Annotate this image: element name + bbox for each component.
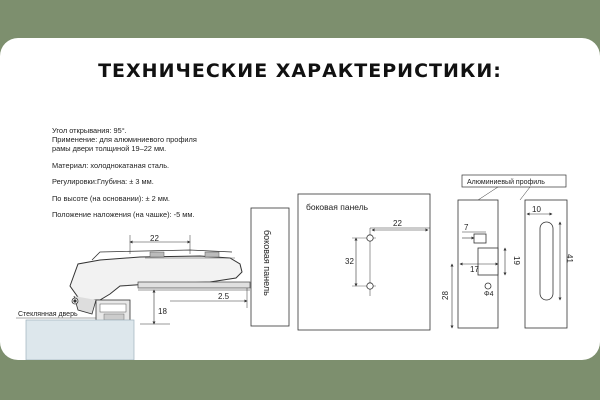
side-panel-box-label: боковая панель <box>306 202 369 212</box>
spec-adjust-depth: Регулировки:Глубина: ± 3 мм. <box>52 177 154 186</box>
dim-7: 7 <box>464 223 469 232</box>
dim-17: 17 <box>470 265 479 274</box>
mounting-plate <box>137 281 251 289</box>
side-panel-drilling <box>297 193 431 331</box>
spec-adjust-height: По высоте (на основании): ± 2 мм. <box>52 194 170 203</box>
glass-door <box>25 319 135 360</box>
dim-41: 41 <box>565 254 574 263</box>
aluminum-profile-label: Алюминиевый профиль <box>467 178 545 186</box>
spec-overlay: Положение наложения (на чашке): -5 мм. <box>52 210 195 219</box>
content-card: ТЕХНИЧЕСКИЕ ХАРАКТЕРИСТИКИ: Угол открыва… <box>0 38 600 360</box>
side-panel-vertical <box>250 207 290 327</box>
side-panel-vertical-label: боковая панель <box>262 230 272 296</box>
spec-material: Материал: холоднокатаная сталь. <box>52 161 170 170</box>
glass-door-label: Стеклянная дверь <box>18 311 78 318</box>
dim-10: 10 <box>532 205 541 214</box>
dim-2-5: 2.5 <box>218 292 230 301</box>
technical-drawing: 22 2.5 18 Стеклянная дверь боковая панел… <box>16 174 574 360</box>
spec-application-line2: рамы двери толщиной 19–22 мм. <box>52 144 167 153</box>
page-title: ТЕХНИЧЕСКИЕ ХАРАКТЕРИСТИКИ: <box>98 60 502 82</box>
hinge-side-view <box>16 207 290 360</box>
aluminum-profile-label-box <box>461 174 567 188</box>
dim-28: 28 <box>441 291 450 300</box>
dim-32: 32 <box>345 257 354 266</box>
dim-19: 19 <box>512 256 521 265</box>
spec-angle: Угол открывания: 95°. <box>52 126 127 135</box>
dim-phi4: Φ4 <box>484 291 494 298</box>
aluminum-profile-drilling <box>450 186 568 329</box>
dim-22-left: 22 <box>150 234 159 243</box>
dim-22-mid: 22 <box>393 219 402 228</box>
spec-application-line1: Применение: для алюминиевого профиля <box>52 135 197 144</box>
dim-18: 18 <box>158 307 167 316</box>
